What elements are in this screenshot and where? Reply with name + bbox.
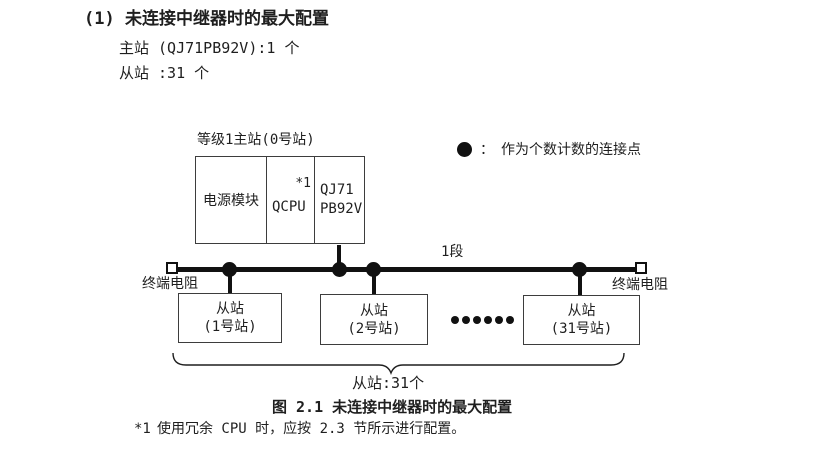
- master-connector-line: [337, 245, 341, 268]
- terminating-resistor-left-label: 终端电阻: [142, 276, 198, 292]
- cpu-module-label: QCPU: [272, 199, 306, 215]
- slave-count-line: 从站 :31 个: [119, 64, 210, 82]
- terminating-resistor-right-label: 终端电阻: [612, 277, 668, 293]
- connection-dot-icon: [366, 262, 381, 277]
- terminating-resistor-left-icon: [166, 262, 178, 274]
- slave-station-number: (2号站): [347, 320, 401, 337]
- segment-label: 1段: [441, 244, 464, 260]
- bus-line: [178, 267, 636, 272]
- slave-station-number: (31号站): [550, 321, 613, 337]
- slave31-connector-line: [578, 271, 582, 296]
- network-module-cell: QJ71 PB92V: [315, 157, 364, 243]
- master-station-box: 电源模块 *1 QCPU QJ71 PB92V: [195, 156, 365, 244]
- network-module-label-line2: PB92V: [320, 201, 363, 217]
- slave-station-box-2: 从站 (2号站): [320, 294, 428, 345]
- slave-total-label: 从站:31个: [352, 374, 425, 392]
- master-count-line: 主站 (QJ71PB92V):1 个: [119, 39, 300, 57]
- terminating-resistor-right-icon: [635, 262, 647, 274]
- slave-label: 从站: [216, 301, 244, 317]
- connection-dot-icon: [222, 262, 237, 277]
- figure-caption: 图 2.1 未连接中继器时的最大配置: [272, 398, 513, 416]
- power-module-label: 电源模块: [203, 193, 259, 209]
- slave-station-box-1: 从站 (1号站): [178, 293, 282, 343]
- slave1-connector-line: [228, 271, 232, 294]
- connection-dot-icon: [332, 262, 347, 277]
- footnote-text: 使用冗余 CPU 时，应按 2.3 节所示进行配置。: [157, 421, 466, 437]
- cpu-module-cell: *1 QCPU: [267, 157, 315, 243]
- slave-label: 从站: [567, 303, 596, 319]
- network-module-label-line1: QJ71: [320, 182, 354, 198]
- slave-station-number: (1号站): [203, 319, 257, 335]
- connection-dot-icon: [572, 262, 587, 277]
- connection-dot-icon: [457, 141, 472, 157]
- legend-separator: ：: [480, 142, 494, 158]
- legend-text: 作为个数计数的连接点: [501, 142, 641, 158]
- ellipsis-dots-icon: [451, 316, 514, 324]
- master-station-label: 等级1主站(0号站): [197, 132, 315, 148]
- slave-station-box-31: 从站 (31号站): [523, 295, 640, 345]
- slave-label: 从站: [360, 302, 388, 319]
- cpu-footnote-ref: *1: [295, 176, 311, 191]
- legend: ： 作为个数计数的连接点: [457, 139, 641, 159]
- power-module-cell: 电源模块: [196, 157, 267, 243]
- slave2-connector-line: [372, 271, 376, 295]
- underbrace: [172, 352, 625, 375]
- section-heading: (1) 未连接中继器时的最大配置: [84, 9, 329, 29]
- footnote-marker: *1: [134, 421, 151, 437]
